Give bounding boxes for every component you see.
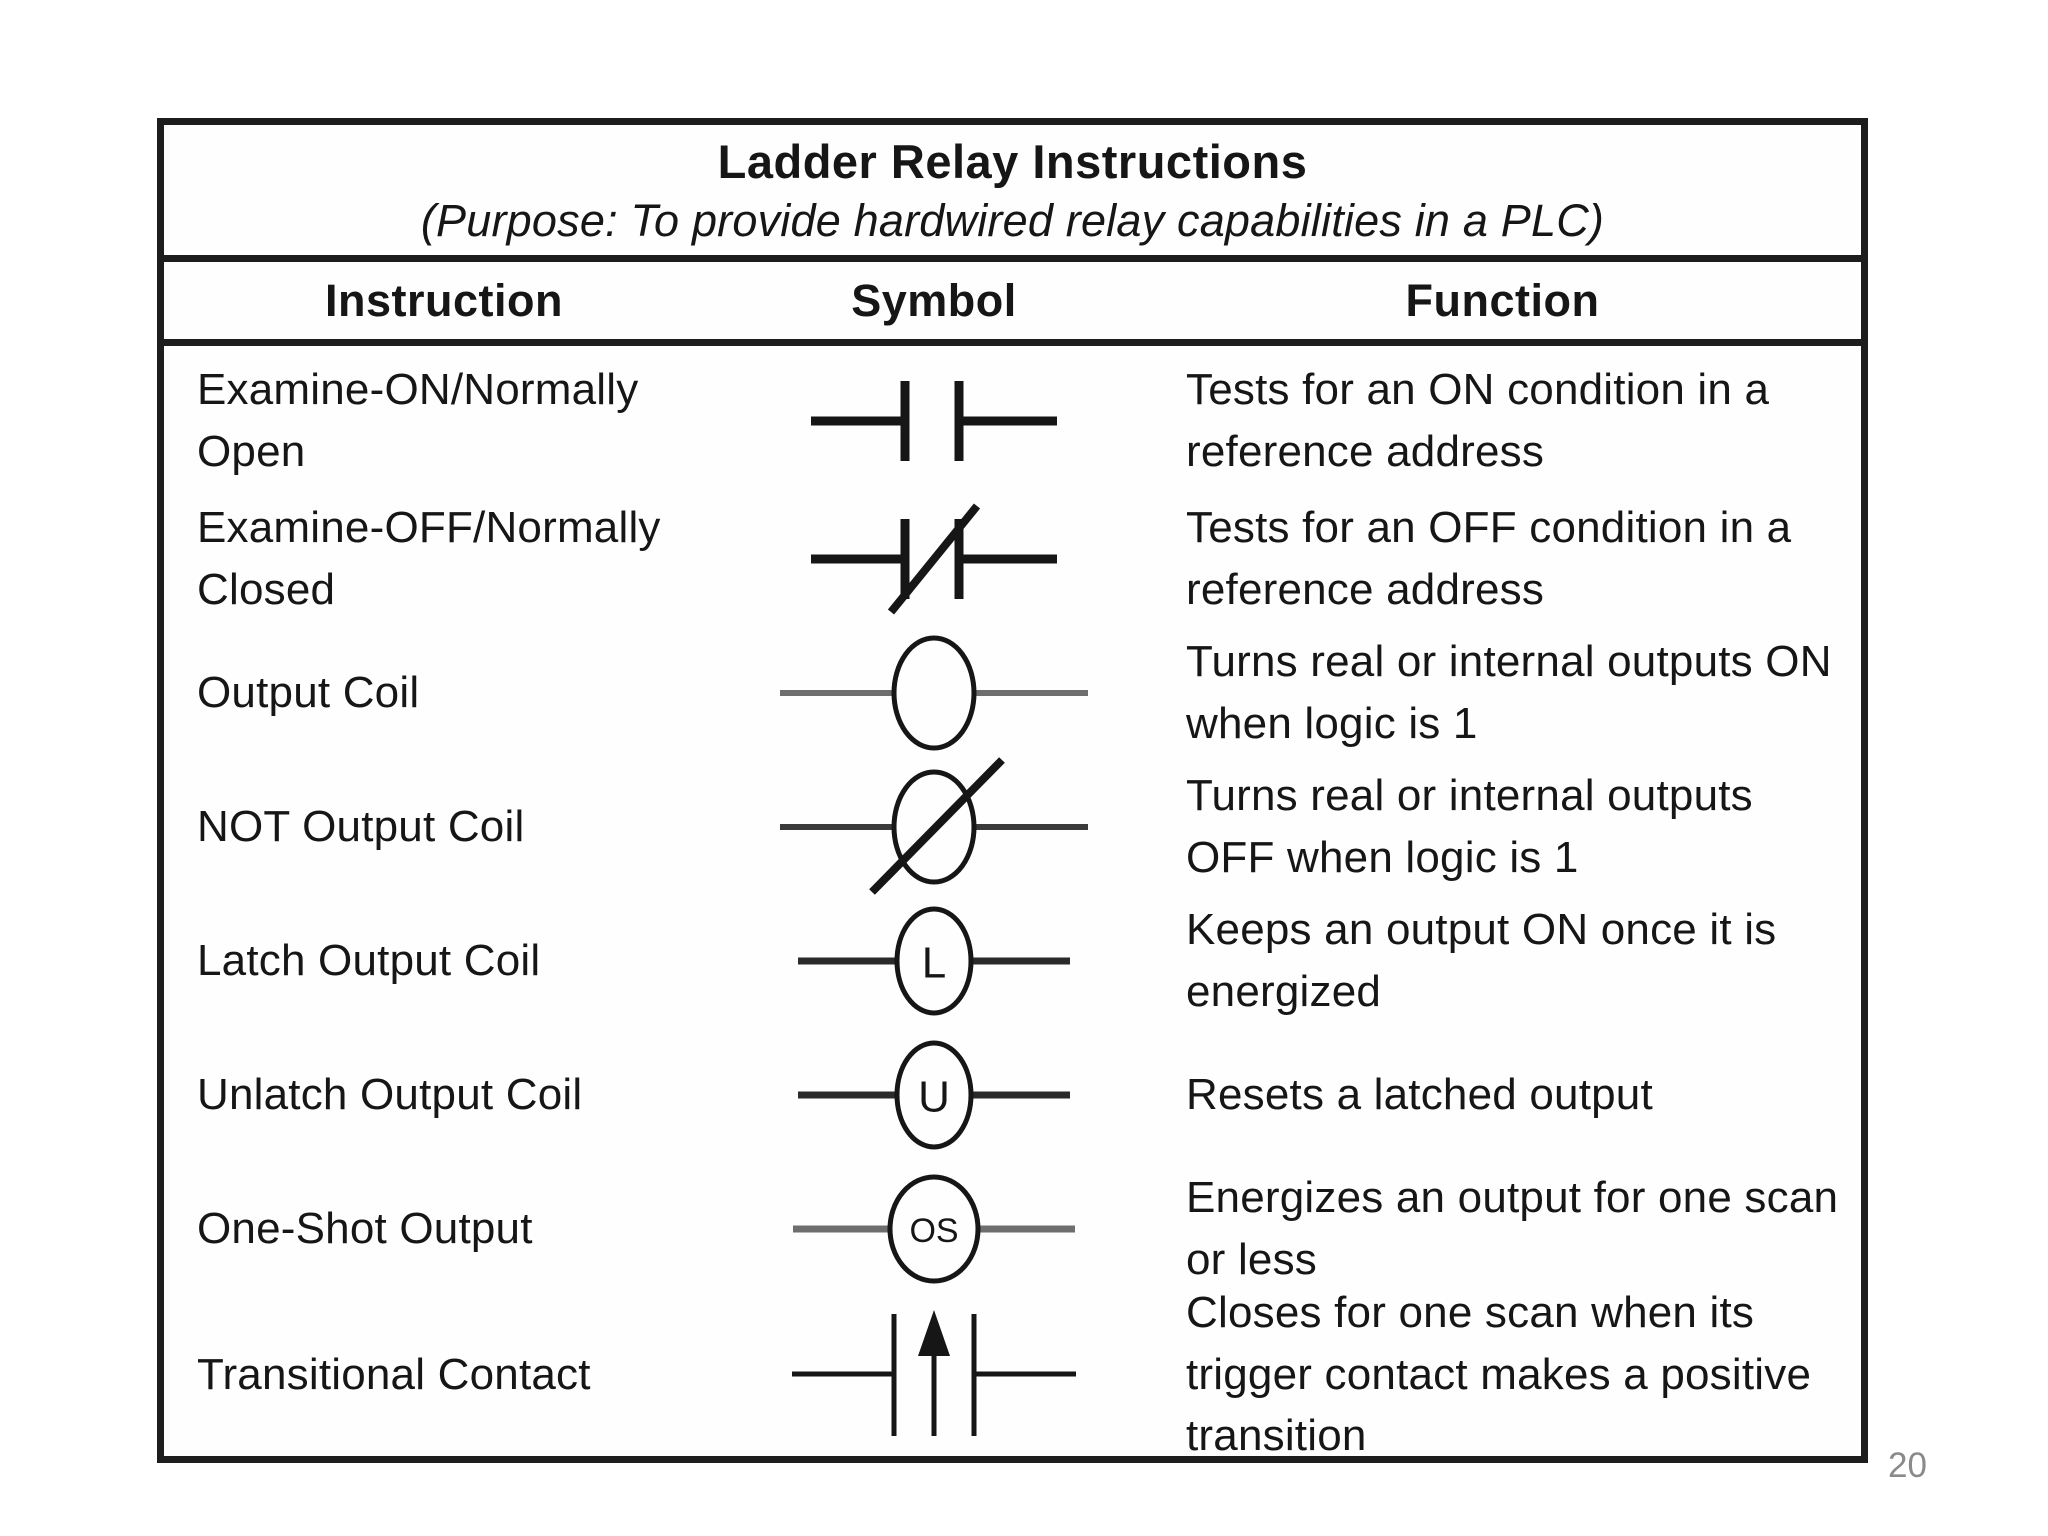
column-header-function: Function <box>1405 274 1600 326</box>
symbol-cell <box>724 752 1144 902</box>
instruction-cell: Unlatch Output Coil <box>197 1070 583 1120</box>
instruction-cell: Examine-OFF/Normally Closed <box>197 503 661 614</box>
table-subtitle: (Purpose: To provide hardwired relay cap… <box>420 195 1605 247</box>
table-row: Transitional Contact Closes for one scan… <box>164 1282 1861 1460</box>
not-output-coil-symbol <box>780 757 1088 895</box>
table-header-row: Instruction Symbol Function <box>164 262 1861 346</box>
svg-text:OS: OS <box>909 1212 958 1250</box>
table-title-block: Ladder Relay Instructions (Purpose: To p… <box>164 125 1861 262</box>
table-row: NOT Output Coil Turns real or internal o… <box>164 752 1861 895</box>
table-row: Unlatch Output Coil U Resets a latched o… <box>164 1020 1861 1154</box>
symbol-cell <box>724 484 1144 634</box>
normally-closed-contact-symbol <box>811 503 1057 615</box>
function-cell: Tests for an ON condition in a reference… <box>1186 365 1770 476</box>
table-body: Examine-ON/Normally Open Tests for an ON… <box>164 346 1861 1460</box>
output-coil-symbol <box>780 635 1088 751</box>
symbol-cell <box>724 346 1144 496</box>
instruction-cell: One-Shot Output <box>197 1204 533 1254</box>
table-row: Examine-ON/Normally Open Tests for an ON… <box>164 346 1861 484</box>
instruction-cell: Latch Output Coil <box>197 936 541 986</box>
one-shot-output-coil-symbol: OS <box>793 1174 1075 1284</box>
function-cell: Turns real or internal outputs OFF when … <box>1186 771 1753 882</box>
table-row: Examine-OFF/Normally Closed Tests for an… <box>164 484 1861 618</box>
column-header-instruction: Instruction <box>325 274 563 326</box>
table-row: Output Coil Turns real or internal outpu… <box>164 618 1861 752</box>
svg-text:U: U <box>918 1073 950 1122</box>
transitional-contact-symbol <box>792 1310 1076 1437</box>
function-cell: Tests for an OFF condition in a referenc… <box>1186 503 1792 614</box>
function-cell: Resets a latched output <box>1186 1070 1653 1120</box>
table-title: Ladder Relay Instructions <box>717 135 1308 189</box>
instruction-cell: NOT Output Coil <box>197 802 525 852</box>
instruction-cell: Examine-ON/Normally Open <box>197 365 639 476</box>
instruction-cell: Transitional Contact <box>197 1349 591 1399</box>
ladder-relay-instructions-table: Ladder Relay Instructions (Purpose: To p… <box>157 118 1868 1463</box>
table-row: One-Shot Output OS Energizes an output f… <box>164 1154 1861 1284</box>
function-cell: Turns real or internal outputs ON when l… <box>1186 637 1832 748</box>
page-number: 20 <box>1888 1446 1927 1485</box>
normally-open-contact-symbol <box>811 381 1057 461</box>
symbol-cell <box>724 618 1144 768</box>
instruction-cell: Output Coil <box>197 668 420 718</box>
function-cell: Energizes an output for one scan or less <box>1186 1173 1839 1284</box>
symbol-cell: U <box>724 1020 1144 1170</box>
symbol-cell: L <box>724 886 1144 1036</box>
symbol-cell <box>724 1294 1144 1454</box>
function-cell: Keeps an output ON once it is energized <box>1186 905 1777 1016</box>
column-header-symbol: Symbol <box>851 274 1017 326</box>
table-row: Latch Output Coil L Keeps an output ON o… <box>164 886 1861 1020</box>
latch-output-coil-symbol: L <box>798 906 1070 1016</box>
unlatch-output-coil-symbol: U <box>798 1040 1070 1150</box>
symbol-cell: OS <box>724 1154 1144 1304</box>
function-cell: Closes for one scan when its trigger con… <box>1186 1288 1812 1461</box>
svg-text:L: L <box>922 939 946 988</box>
